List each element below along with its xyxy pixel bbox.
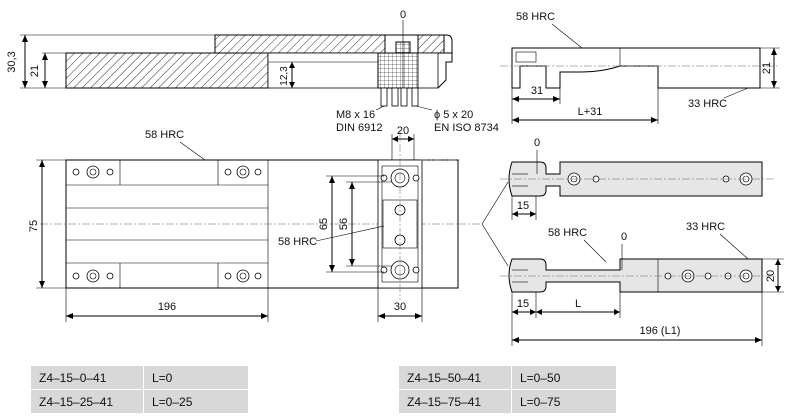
callout-screw-norm: DIN 6912 [336,122,382,134]
variant-code: Z4–15–50–41 [398,365,512,390]
clamp-block [377,52,419,89]
main-hatched-body [65,52,269,89]
table-row: Z4–15–0–41 L=0 [30,365,249,390]
table-row: Z4–15–25–41 L=0–25 [30,389,249,414]
dim-196-main: 196 [158,301,176,313]
table-row: Z4–15–75–41 L=0–75 [398,389,617,414]
dim-31: 31 [531,85,543,97]
dim-15-upper: 15 [517,200,529,212]
jaw-upper [508,161,763,197]
hardness-58-side: 58 HRC [516,11,555,23]
dim-20-main: 20 [397,125,409,137]
variant-range: L=0 [143,365,249,390]
callout-pin-size: ϕ 5 x 20 [434,109,473,121]
top-section-view: 30,3 21 12,3 0 M8 x 16 DIN 6912 ϕ 5 x 20… [6,9,499,134]
variant-range: L=0–75 [511,389,617,414]
upper-strip-outline [66,34,453,62]
hardness-58-main-top: 58 HRC [145,129,184,141]
right-detail-views: 0 15 58 HRC 0 33 HRC 20 [500,137,784,346]
main-front-view: 58 HRC 58 HRC 75 65 56 20 [28,125,509,322]
zero-mark-top: 0 [400,9,406,21]
dim-75: 75 [28,220,40,232]
mounting-holes [72,165,262,283]
zero-mark-jaw-lower: 0 [621,231,627,243]
dim-21-side: 21 [761,62,773,74]
variant-table-right: Z4–15–50–41 L=0–50 Z4–15–75–41 L=0–75 [398,365,617,414]
dim-30-main: 30 [394,301,406,313]
hardness-33-side: 33 HRC [688,98,727,110]
dim-20-jaw: 20 [765,270,777,282]
dim-12-3: 12,3 [279,66,290,86]
variant-range: L=0–50 [511,365,617,390]
dim-196-l1: 196 (L1) [640,325,681,337]
side-view-outline [511,47,761,89]
variant-code: Z4–15–0–41 [30,365,144,390]
zero-mark-jaw-upper: 0 [534,137,540,149]
table-row: Z4–15–50–41 L=0–50 [398,365,617,390]
upper-hatched-strip-right [417,34,445,54]
variant-range: L=0–25 [143,389,249,414]
callout-screw-size: M8 x 16 [336,109,375,121]
upper-hatched-strip [214,34,386,54]
variant-code: Z4–15–25–41 [30,389,144,414]
variant-code: Z4–15–75–41 [398,389,512,414]
jaw-lower [508,258,763,293]
hardness-58-jaw: 58 HRC [548,227,587,239]
top-side-view: 58 HRC 33 HRC 21 31 L+31 [500,11,780,124]
dim-56: 56 [338,218,350,230]
hardness-58-main-mid: 58 HRC [278,236,317,248]
hardness-33-jaw: 33 HRC [686,221,725,233]
dim-30-3: 30,3 [6,51,18,72]
dim-15-lower: 15 [517,298,529,310]
dim-21-top: 21 [29,65,41,77]
dim-L: L [575,298,581,310]
dim-65: 65 [318,218,330,230]
dim-l-plus-31: L+31 [578,106,603,118]
variant-table-left: Z4–15–0–41 L=0 Z4–15–25–41 L=0–25 [30,365,249,414]
callout-pin-norm: EN ISO 8734 [434,122,499,134]
